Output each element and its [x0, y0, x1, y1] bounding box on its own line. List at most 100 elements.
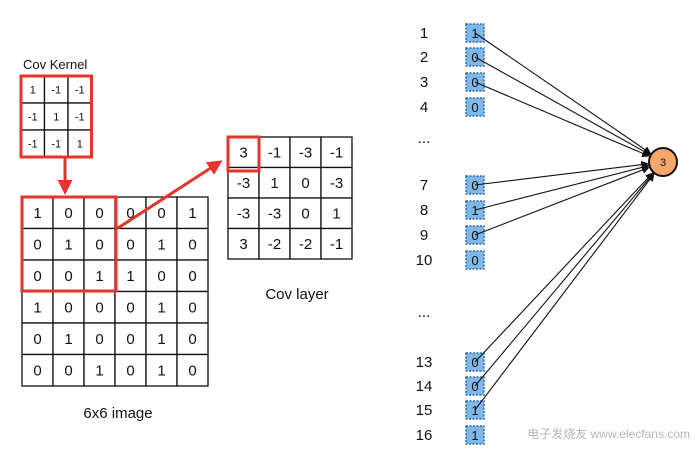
image-cell — [52, 290, 85, 324]
image-cell-value: 0 — [126, 205, 134, 222]
flat-index: 10 — [416, 252, 433, 269]
image-cell-value: 1 — [95, 268, 103, 285]
flat-index: 4 — [420, 99, 428, 116]
image-cell — [114, 353, 147, 387]
image-cell-value: 1 — [126, 268, 134, 285]
image-cell-value: 0 — [95, 237, 103, 254]
kernel-cell-value: -1 — [51, 138, 61, 150]
image-cell-value: 0 — [95, 205, 103, 222]
image-cell — [145, 227, 178, 261]
output-neuron — [648, 147, 678, 177]
kernel-cell-value: 1 — [77, 138, 83, 150]
image-caption: 6x6 image — [83, 405, 152, 422]
image-cell — [176, 322, 209, 356]
kernel-cell-value: 1 — [53, 111, 59, 123]
flat-cell — [465, 97, 485, 117]
image-cell — [83, 322, 116, 356]
kernel-cell-value: -1 — [75, 84, 85, 96]
conv-cell — [258, 166, 291, 199]
flat-index: 8 — [420, 202, 428, 219]
conv-cell-value: -3 — [299, 145, 312, 162]
image-cell-value: 0 — [64, 268, 72, 285]
flat-cell-value: 0 — [471, 228, 478, 243]
flat-cell-value: 0 — [471, 253, 478, 268]
image-cell-value: 1 — [157, 363, 165, 380]
conv-cell-value: -2 — [268, 236, 281, 253]
connection-arrow — [474, 172, 654, 363]
conv-cell-value: -1 — [330, 236, 343, 253]
image-cell-value: 0 — [157, 268, 165, 285]
kernel-cell-value: -1 — [51, 84, 61, 96]
conv-cell — [227, 227, 260, 260]
image-cell-value: 0 — [95, 331, 103, 348]
image-cell-value: 1 — [64, 331, 72, 348]
image-cell-value: 0 — [188, 363, 196, 380]
connection-arrow — [474, 32, 652, 154]
conv-cell — [289, 136, 322, 169]
conv-cell — [258, 136, 291, 169]
ellipsis-1: ... — [418, 130, 431, 147]
conv-cell — [258, 227, 291, 260]
flat-cell-value: 0 — [471, 178, 478, 193]
kernel-cell-value: -1 — [75, 111, 85, 123]
image-cell-value: 1 — [95, 363, 103, 380]
conv-cell-value: -3 — [268, 206, 281, 223]
image-cell — [176, 196, 209, 230]
conv-cell — [320, 227, 353, 260]
image-cell-value: 1 — [188, 205, 196, 222]
conv-cell-value: -1 — [268, 145, 281, 162]
image-to-conv-arrow — [117, 160, 223, 230]
flat-cell-value: 0 — [471, 355, 478, 370]
conv-cell-value: 0 — [301, 206, 309, 223]
conv-cell-value: 3 — [239, 236, 247, 253]
flat-cell-value: 1 — [471, 428, 478, 443]
conv-cell-value: 1 — [270, 175, 278, 192]
image-cell-value: 0 — [188, 237, 196, 254]
image-cell — [176, 259, 209, 293]
ellipsis-2: ... — [418, 304, 431, 321]
flat-index: 9 — [420, 227, 428, 244]
flat-cell — [465, 250, 485, 270]
kernel-title: Cov Kernel — [23, 57, 87, 72]
image-cell-value: 0 — [126, 237, 134, 254]
image-cell-value: 0 — [126, 300, 134, 317]
conv-cell-value: -3 — [330, 175, 343, 192]
flat-index: 7 — [420, 177, 428, 194]
image-cell-value: 0 — [33, 237, 41, 254]
conv-cell-value: 3 — [239, 145, 247, 162]
flat-index: 13 — [416, 354, 433, 371]
image-cell-value: 0 — [64, 300, 72, 317]
image-cell — [114, 322, 147, 356]
image-cell — [21, 322, 54, 356]
image-cell-value: 0 — [188, 300, 196, 317]
image-cell-value: 0 — [157, 205, 165, 222]
image-cell-value: 0 — [33, 331, 41, 348]
connection-arrow — [474, 56, 651, 156]
connection-arrow — [474, 172, 654, 387]
image-cell — [176, 353, 209, 387]
image-cell — [145, 322, 178, 356]
conv-layer-caption: Cov layer — [265, 286, 328, 303]
image-cell-value: 1 — [157, 331, 165, 348]
flat-cell-value: 1 — [471, 203, 478, 218]
kernel-cell-value: 1 — [30, 84, 36, 96]
flat-cell-value: 0 — [471, 379, 478, 394]
conv-cell-value: -2 — [299, 236, 312, 253]
watermark: 电子发烧友 www.elecfans.com — [527, 426, 690, 441]
conv-cell-value: -3 — [237, 175, 250, 192]
image-cell-value: 0 — [64, 363, 72, 380]
flat-cell — [465, 425, 485, 445]
connection-arrow — [474, 163, 650, 211]
receptive-field-highlight — [20, 195, 118, 293]
image-cell-value: 1 — [64, 237, 72, 254]
image-cell-value: 1 — [33, 300, 41, 317]
flat-cell-value: 0 — [471, 100, 478, 115]
flat-index: 16 — [416, 427, 433, 444]
conv-cell — [227, 197, 260, 230]
image-cell-value: 0 — [188, 331, 196, 348]
conv-cell-value: 0 — [301, 175, 309, 192]
